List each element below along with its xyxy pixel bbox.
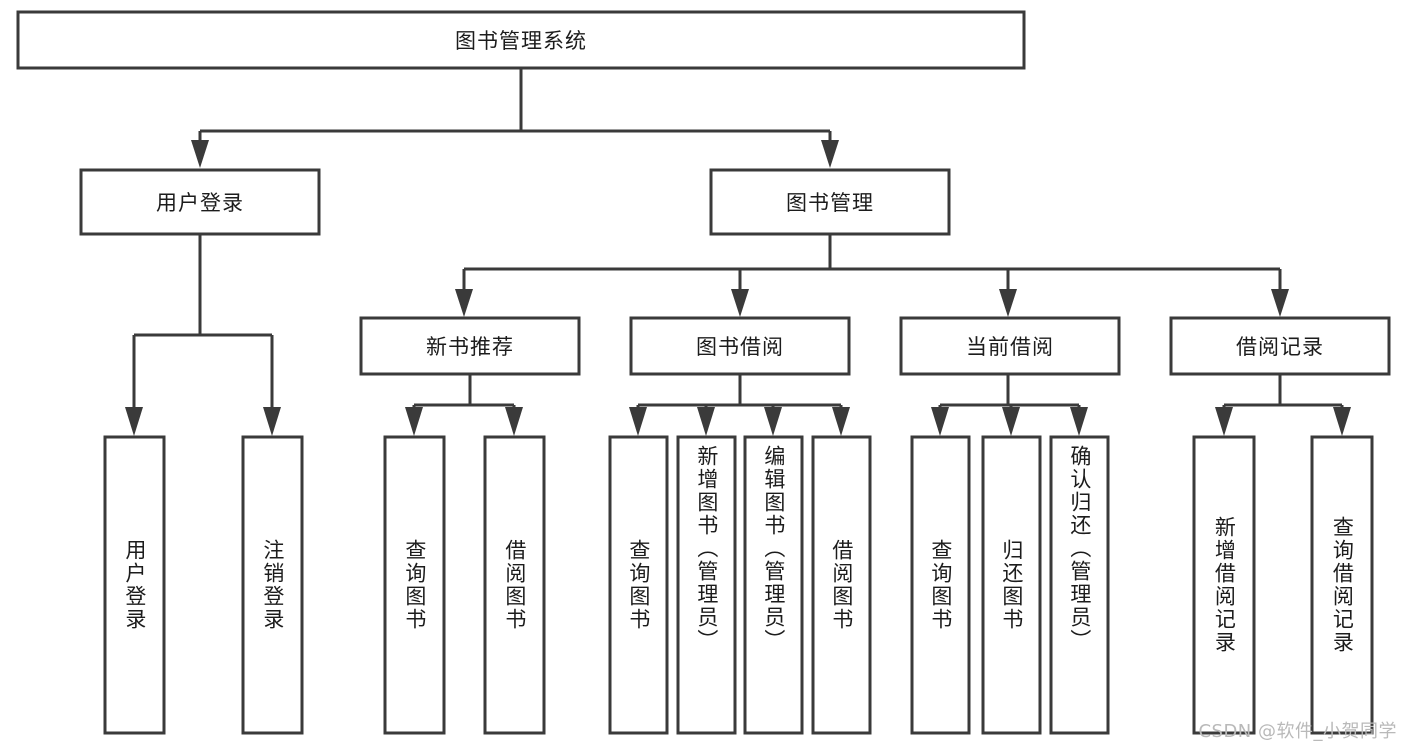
- arrow-head-leaf-query-book-2: [629, 407, 647, 436]
- arrow-head-new-book-recommend: [455, 289, 473, 317]
- node-box-leaf-query-record[interactable]: [1310, 435, 1374, 735]
- node-box-root[interactable]: [16, 10, 1026, 70]
- node-box-new-book-recommend[interactable]: [359, 316, 581, 376]
- arrow-head-user-login: [191, 140, 209, 168]
- node-box-leaf-borrow-book-2[interactable]: [811, 435, 872, 735]
- node-box-current-borrow[interactable]: [899, 316, 1121, 376]
- node-box-leaf-add-book[interactable]: [676, 435, 737, 735]
- node-box-leaf-borrow-book-1[interactable]: [483, 435, 546, 735]
- node-box-leaf-query-book-3[interactable]: [910, 435, 971, 735]
- node-box-leaf-user-login[interactable]: [103, 435, 166, 735]
- arrow-head-leaf-add-record: [1215, 407, 1233, 436]
- node-box-leaf-confirm-return[interactable]: [1049, 435, 1110, 735]
- arrow-head-borrow-record: [1271, 289, 1289, 317]
- arrow-head-leaf-query-record: [1333, 407, 1351, 436]
- node-box-leaf-user-logout[interactable]: [241, 435, 304, 735]
- arrow-head-leaf-user-login: [125, 407, 143, 436]
- arrow-head-book-borrow: [731, 289, 749, 317]
- arrow-head-current-borrow: [999, 289, 1017, 317]
- node-box-book-manage[interactable]: [709, 168, 951, 236]
- arrow-head-leaf-return-book: [1002, 407, 1020, 436]
- node-box-leaf-query-book-2[interactable]: [608, 435, 669, 735]
- arrow-head-leaf-borrow-book-1: [505, 407, 523, 436]
- arrow-head-leaf-borrow-book-2: [832, 407, 850, 436]
- arrow-head-book-manage: [821, 140, 839, 168]
- node-box-borrow-record[interactable]: [1169, 316, 1391, 376]
- node-box-book-borrow[interactable]: [629, 316, 851, 376]
- arrow-head-leaf-query-book-3: [931, 407, 949, 436]
- node-box-leaf-edit-book[interactable]: [743, 435, 804, 735]
- arrow-head-leaf-query-book-1: [405, 407, 423, 436]
- arrow-head-leaf-edit-book: [764, 407, 782, 436]
- node-box-leaf-add-record[interactable]: [1192, 435, 1256, 735]
- node-box-user-login[interactable]: [79, 168, 321, 236]
- csdn-watermark: CSDN @软件_小贺同学: [1198, 721, 1397, 742]
- node-box-leaf-query-book-1[interactable]: [383, 435, 446, 735]
- arrow-head-leaf-confirm-return: [1070, 407, 1088, 436]
- arrow-head-leaf-user-logout: [263, 407, 281, 436]
- node-box-leaf-return-book[interactable]: [981, 435, 1042, 735]
- arrow-head-leaf-add-book: [697, 407, 715, 436]
